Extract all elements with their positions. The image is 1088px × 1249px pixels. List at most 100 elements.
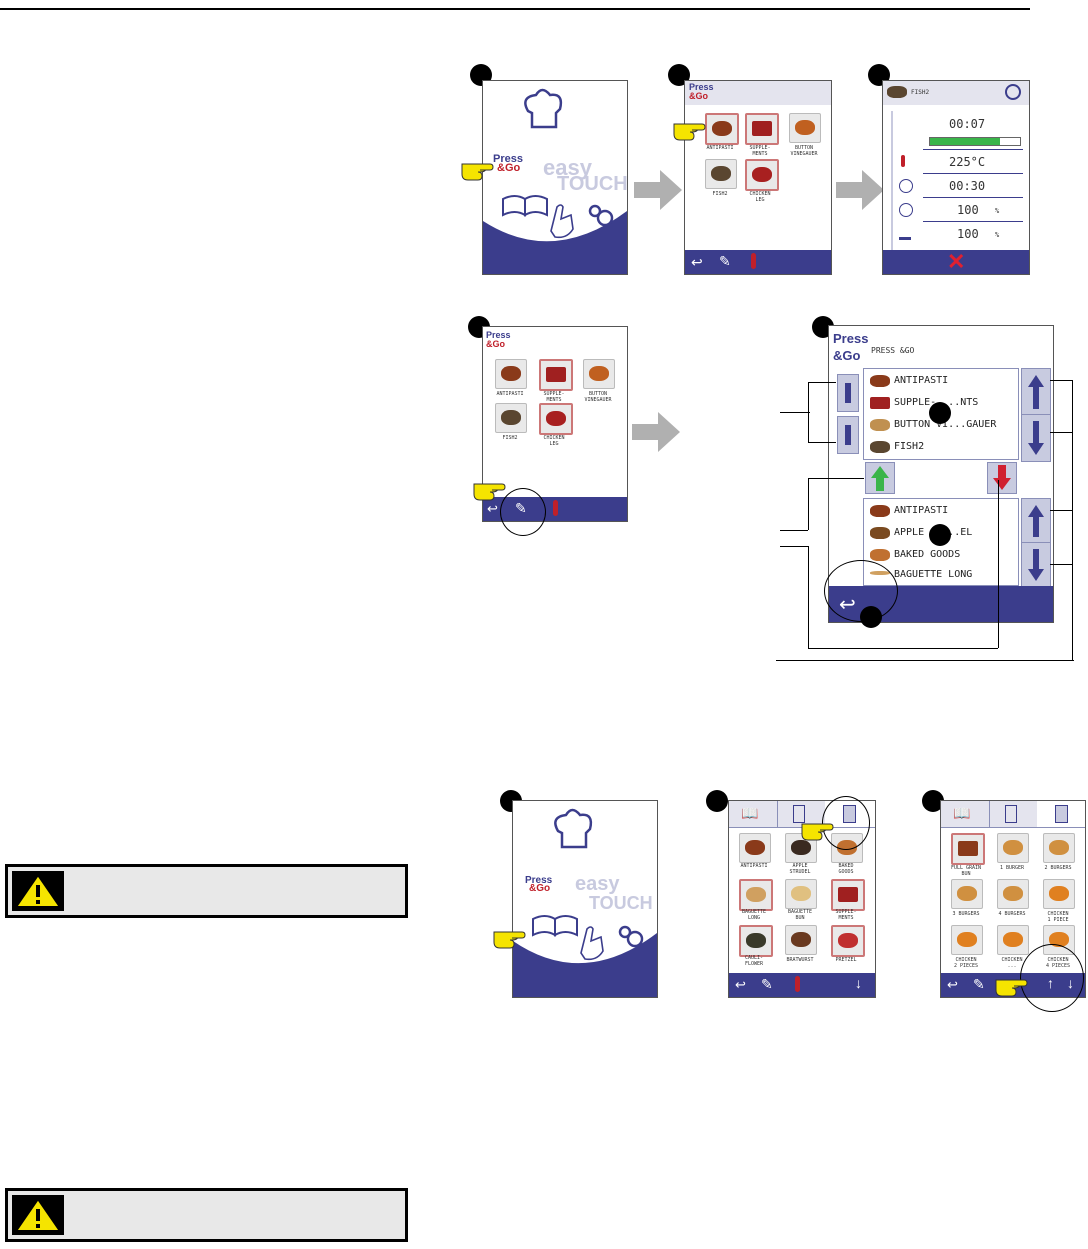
- recipe-tile[interactable]: [705, 113, 739, 145]
- arrow-down-icon[interactable]: ↓: [855, 975, 862, 991]
- thermometer-icon[interactable]: [751, 253, 756, 269]
- recipe-tile[interactable]: [539, 359, 573, 391]
- recipe-tile[interactable]: [997, 925, 1029, 955]
- callout-line: [808, 478, 864, 479]
- book-edit-icon[interactable]: ✎: [719, 253, 731, 269]
- timer-icon: [899, 179, 913, 193]
- pointing-hand-icon: [801, 823, 834, 841]
- list-item[interactable]: BAGUETTE LONG: [894, 569, 973, 580]
- recipe-tile[interactable]: [495, 359, 527, 389]
- callout-line: [1050, 380, 1072, 381]
- food-icon: [870, 527, 890, 539]
- highlight-circle: [500, 488, 546, 536]
- list-item[interactable]: FISH2: [894, 441, 925, 452]
- tile-label: BAGUETTE LONG: [741, 909, 767, 921]
- green-up-arrow-icon: [871, 466, 889, 491]
- press-label: Press: [486, 330, 511, 340]
- remove-from-list-button[interactable]: [987, 462, 1017, 494]
- scroll-down-button[interactable]: [1021, 414, 1051, 462]
- humidity-icon: [899, 227, 911, 240]
- callout-line: [808, 648, 998, 649]
- flow-arrow-icon: [634, 170, 682, 210]
- add-to-list-button[interactable]: [865, 462, 895, 494]
- back-arrow-icon[interactable]: ↩: [691, 254, 703, 270]
- list-item[interactable]: BAKED GOODS: [894, 549, 961, 560]
- press-go-button[interactable]: Press &Go: [525, 875, 552, 894]
- lower-scroll-down-button[interactable]: [1021, 542, 1051, 588]
- scroll-up-small-button[interactable]: [837, 374, 859, 412]
- flow-arrow-icon: [632, 412, 680, 452]
- food-icon: [870, 375, 890, 387]
- fan-value: 100: [957, 203, 979, 217]
- tile-label: ANTIPASTI: [706, 145, 734, 151]
- book-edit-icon[interactable]: ✎: [973, 976, 985, 992]
- recipe-tile[interactable]: [951, 925, 983, 955]
- press-label: Press: [493, 153, 523, 165]
- tile-label: SUPPLE- MENTS: [543, 391, 565, 403]
- tab-cookbook[interactable]: 📖: [729, 801, 778, 827]
- recipe-tile[interactable]: [739, 879, 773, 911]
- recipe-tile[interactable]: [785, 925, 817, 955]
- tile-label: FULL GRAIN BUN: [950, 865, 982, 877]
- tab-list[interactable]: [1037, 801, 1085, 827]
- recipe-tile[interactable]: [831, 879, 865, 911]
- scroll-down-small-button[interactable]: [837, 416, 859, 454]
- recipe-tile[interactable]: [739, 925, 773, 957]
- timer-value: 00:30: [949, 179, 986, 193]
- tab-page[interactable]: [989, 801, 1038, 827]
- callout-line: [780, 546, 808, 547]
- recipe-tile[interactable]: [997, 833, 1029, 863]
- list-item[interactable]: ANTIPASTI: [894, 505, 949, 516]
- tile-label: ANTIPASTI: [740, 863, 768, 869]
- food-icon: [870, 549, 890, 561]
- recipe-tile[interactable]: [495, 403, 527, 433]
- marker-upper-list: [929, 402, 951, 424]
- tile-label: FISH2: [502, 435, 518, 441]
- recipe-tile[interactable]: [539, 403, 573, 435]
- callout-line: [1050, 432, 1072, 433]
- tile-label: FISH2: [712, 191, 728, 197]
- lower-scroll-up-button[interactable]: [1021, 498, 1051, 544]
- info-magnifier-icon[interactable]: [1005, 84, 1021, 100]
- thermometer-icon[interactable]: [553, 500, 558, 516]
- callout-line: [780, 412, 810, 413]
- tab-cookbook[interactable]: 📖: [941, 801, 990, 827]
- tile-label: BUTTON VINEGAUER: [790, 145, 818, 157]
- recipe-tile[interactable]: [1043, 833, 1075, 863]
- tile-label: BUTTON VINEGAUER: [584, 391, 612, 403]
- thermometer-icon[interactable]: [795, 976, 800, 992]
- scroll-up-button[interactable]: [1021, 368, 1051, 416]
- back-arrow-icon[interactable]: ↩: [947, 977, 958, 992]
- cancel-x-icon[interactable]: ✕: [947, 249, 966, 274]
- recipe-tile[interactable]: [583, 359, 615, 389]
- highlight-circle: [1020, 944, 1084, 1012]
- recipe-tile[interactable]: [997, 879, 1029, 909]
- recipe-tile[interactable]: [705, 159, 737, 189]
- press-go-logo: Press &Go: [486, 331, 511, 349]
- recipe-tile[interactable]: [745, 113, 779, 145]
- press-go-button[interactable]: Press &Go: [493, 153, 523, 174]
- marker-back-button: [860, 606, 882, 628]
- recipe-tile[interactable]: [1043, 879, 1075, 909]
- back-arrow-icon[interactable]: ↩: [487, 501, 498, 516]
- highlight-circle: [822, 796, 870, 850]
- callout-line: [1050, 510, 1072, 511]
- recipe-tile[interactable]: [785, 879, 817, 909]
- warning-triangle-icon: [14, 873, 62, 908]
- recipe-tile[interactable]: [831, 925, 865, 957]
- book-edit-icon[interactable]: ✎: [761, 976, 773, 992]
- press-label: Press: [833, 331, 869, 346]
- progress-bar: [929, 137, 1021, 146]
- tile-label: CHICKEN LEG: [749, 191, 771, 203]
- back-arrow-icon[interactable]: ↩: [735, 977, 746, 992]
- pointing-hand-icon: [461, 163, 494, 181]
- recipe-tile[interactable]: [745, 159, 779, 191]
- recipe-tile[interactable]: [951, 879, 983, 909]
- list-item[interactable]: BUTTON VI...GAUER: [894, 419, 997, 430]
- recipe-tile[interactable]: [739, 833, 771, 863]
- recipe-tile[interactable]: [951, 833, 985, 865]
- flow-arrow-icon: [836, 170, 884, 210]
- arrow-down-icon: [1028, 421, 1044, 455]
- list-item[interactable]: ANTIPASTI: [894, 375, 949, 386]
- recipe-tile[interactable]: [789, 113, 821, 143]
